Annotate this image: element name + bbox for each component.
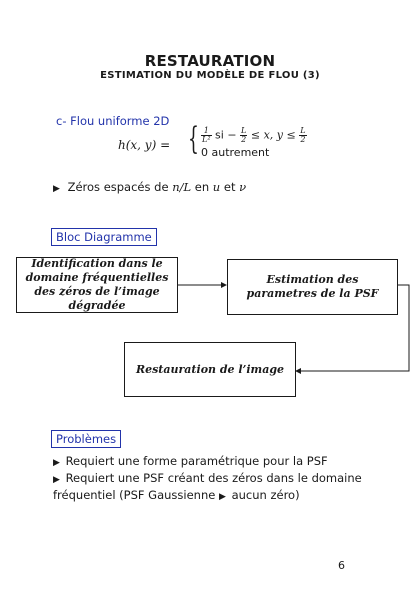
formula-case-2: 0 autrement [201,146,270,159]
formula-lhs: h(x, y) = [118,138,171,152]
bullet-triangle-icon: ▶ [218,492,226,502]
arrow-box2-to-box3 [295,284,410,374]
formula-case-1: 1 L² si − L 2 ≤ x, y ≤ L 2 [201,126,307,144]
section-heading-uniform-blur: c- Flou uniforme 2D [56,114,170,128]
block-diagram-label: Bloc Diagramme [51,228,157,246]
diagram-box-identification: Identification dans le domaine fréquenti… [16,257,178,313]
problem-item-2: ▶ Requiert une PSF créant des zéros dans… [53,471,362,485]
diagram-box-restoration: Restauration de l’image [124,342,296,397]
slide-subtitle: ESTIMATION DU MODÈLE DE FLOU (3) [100,70,320,81]
diagram-box-psf-estimation: Estimation des parametres de la PSF [227,259,398,315]
problems-list: ▶ Requiert une forme paramétrique pour l… [53,454,383,505]
problems-label: Problèmes [51,430,122,448]
bullet-triangle-icon: ▶ [53,458,60,468]
zeros-bullet: ▶ Zéros espacés de n/L en u et ν [53,180,247,194]
formula-fraction: 1 L² [201,126,212,144]
slide-title: RESTAURATION [144,52,276,70]
bullet-triangle-icon: ▶ [53,475,60,485]
bullet-triangle-icon: ▶ [53,184,60,194]
formula-brace: { [188,121,199,157]
problem-item-1: ▶ Requiert une forme paramétrique pour l… [53,454,328,468]
problem-item-2-continued: fréquentiel (PSF Gaussienne ▶ aucun zéro… [53,488,300,502]
page-number: 6 [338,559,345,572]
